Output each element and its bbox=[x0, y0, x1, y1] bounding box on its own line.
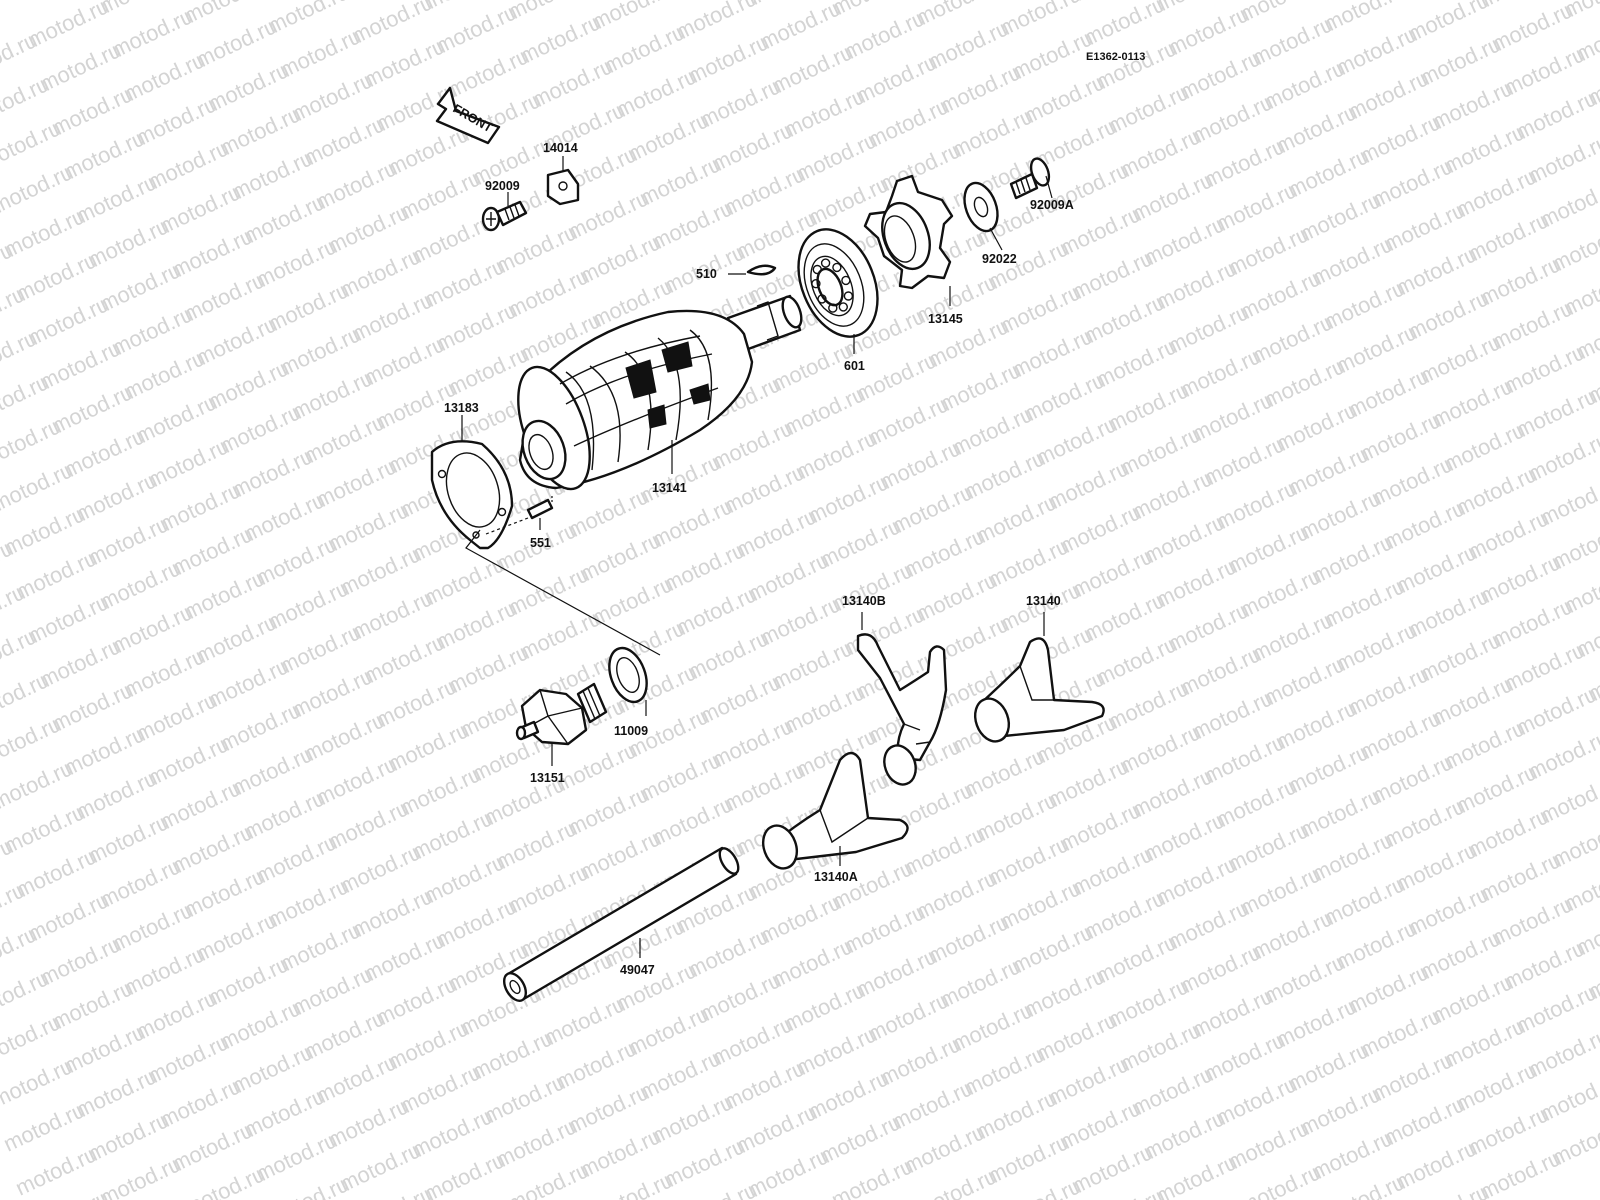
label-13183: 13183 bbox=[444, 401, 479, 415]
part-510-pin bbox=[728, 264, 777, 276]
part-49047-fork-shaft bbox=[502, 846, 740, 1002]
part-92022-washer bbox=[963, 181, 1003, 251]
label-92009: 92009 bbox=[485, 179, 520, 193]
part-14014-plate bbox=[546, 156, 580, 206]
part-601-bearing bbox=[797, 228, 879, 354]
part-11009-washer bbox=[608, 646, 648, 716]
part-92009-screw bbox=[481, 192, 528, 232]
bearing-ball bbox=[832, 262, 842, 273]
part-551-pin bbox=[526, 496, 554, 530]
label-92009A: 92009A bbox=[1030, 198, 1074, 212]
label-49047: 49047 bbox=[620, 963, 655, 977]
bearing-ball bbox=[828, 303, 838, 313]
label-13140B: 13140B bbox=[842, 594, 886, 608]
part-13183-plate bbox=[430, 415, 514, 550]
label-11009: 11009 bbox=[614, 724, 648, 738]
bearing-ball bbox=[838, 302, 848, 312]
bearing-ball bbox=[843, 291, 854, 301]
part-13140-shift-fork bbox=[973, 612, 1105, 743]
part-13151-neutral-switch bbox=[515, 682, 608, 766]
label-510: 510 bbox=[696, 267, 717, 281]
bearing-ball bbox=[811, 279, 821, 289]
part-13141-shift-drum bbox=[517, 294, 803, 491]
diagram-code: E1362-0113 bbox=[1086, 51, 1145, 63]
bearing-ball bbox=[820, 258, 831, 268]
part-92009A-screw bbox=[1009, 157, 1053, 200]
label-13140: 13140 bbox=[1026, 594, 1061, 608]
bearing-ball bbox=[841, 275, 851, 286]
label-13151: 13151 bbox=[530, 771, 565, 785]
label-13145: 13145 bbox=[928, 312, 963, 326]
label-92022: 92022 bbox=[982, 252, 1017, 266]
label-601: 601 bbox=[844, 359, 865, 373]
part-13140A-shift-fork bbox=[761, 751, 909, 870]
part-13145-holder bbox=[863, 174, 954, 306]
bearing-ball bbox=[817, 294, 827, 304]
label-551: 551 bbox=[530, 536, 551, 550]
label-14014: 14014 bbox=[543, 141, 578, 155]
bearing-ball bbox=[812, 264, 822, 275]
label-13140A: 13140A bbox=[814, 870, 858, 884]
part-13140B-shift-fork bbox=[856, 612, 948, 786]
label-13141: 13141 bbox=[652, 481, 687, 495]
